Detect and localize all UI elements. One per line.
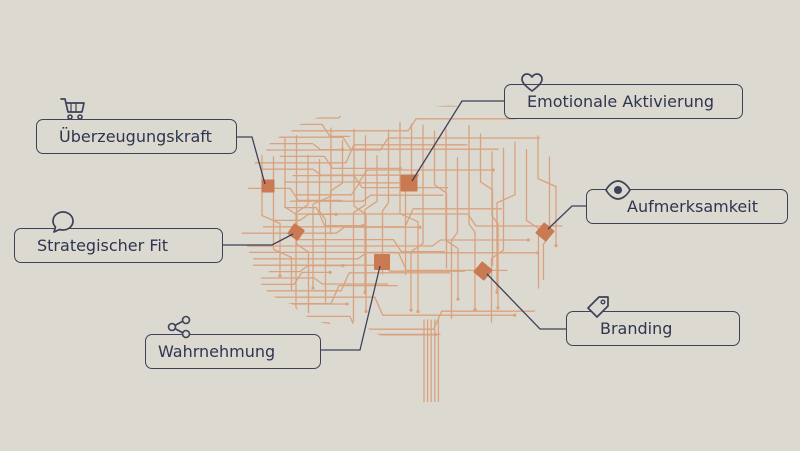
circuit-trace — [260, 168, 419, 176]
leader-line — [486, 273, 566, 330]
circuit-trace — [253, 144, 468, 164]
trace-pad — [409, 308, 413, 312]
trace-pad — [345, 302, 349, 306]
circuit-chips — [261, 174, 555, 281]
leader-lines — [223, 100, 586, 351]
trace-pad — [328, 270, 332, 274]
circuit-trace — [284, 169, 494, 183]
circuit-trace — [295, 135, 310, 314]
circuit-trace — [537, 122, 557, 247]
circuit-trace — [268, 105, 471, 119]
circuit-trace — [353, 128, 367, 313]
label-ueberzeugungskraft-text: Überzeugungskraft — [59, 126, 212, 146]
circuit-trace — [289, 194, 444, 202]
trace-pad — [473, 308, 477, 312]
circuit-trace — [272, 213, 337, 222]
share-nodes-icon — [167, 315, 191, 339]
leader-line — [237, 136, 266, 185]
label-branding: Branding — [566, 311, 740, 346]
trace-pad — [496, 306, 500, 310]
circuit-trace — [318, 158, 327, 304]
trace-pad — [456, 297, 460, 301]
circuit-trace — [295, 154, 309, 311]
circuit-trace — [275, 315, 441, 336]
circuit-trace — [496, 141, 516, 294]
label-emotionale-aktivierung: Emotionale Aktivierung — [504, 84, 743, 119]
trace-pad — [468, 105, 472, 108]
trace-pad — [294, 307, 298, 312]
trace-pad — [513, 313, 517, 317]
circuit-trace — [245, 272, 451, 292]
leader-line — [223, 233, 294, 246]
circuit-trace — [433, 130, 448, 269]
trace-pad — [278, 274, 282, 278]
circuit-trace — [266, 137, 570, 151]
circuit-trace — [410, 124, 424, 311]
circuit-trace — [364, 155, 378, 294]
circuit-trace — [296, 182, 412, 196]
label-emotionale-aktivierung-text: Emotionale Aktivierung — [527, 91, 715, 111]
leader-line — [411, 100, 504, 182]
circuit-trace — [491, 150, 499, 309]
circuit-trace — [525, 149, 540, 289]
circuit-trace — [399, 121, 419, 313]
circuit-trace — [248, 251, 508, 272]
label-strategischer-fit: Strategischer Fit — [14, 228, 223, 263]
circuit-trace — [253, 136, 499, 150]
eye-icon — [605, 180, 631, 200]
circuit-chip — [473, 261, 493, 281]
circuit-trace — [479, 133, 494, 266]
trace-pad — [334, 212, 338, 216]
label-ueberzeugungskraft: Überzeugungskraft — [36, 119, 237, 154]
circuit-trace — [381, 129, 390, 275]
trace-pad — [430, 402, 433, 405]
circuit-trace — [283, 206, 364, 227]
circuit-trace — [256, 118, 526, 132]
circuit-chip — [261, 179, 275, 193]
circuit-trace — [249, 271, 331, 286]
circuit-chip — [374, 254, 390, 270]
circuit-trace — [269, 310, 558, 330]
circuit-trace — [266, 296, 516, 316]
label-aufmerksamkeit: Aufmerksamkeit — [586, 189, 788, 224]
leader-line — [321, 265, 381, 351]
circuit-trace — [352, 135, 367, 322]
trace-pad — [418, 225, 422, 229]
circuit-trace — [450, 157, 459, 319]
circuit-trace — [261, 154, 281, 277]
circuit-trace — [272, 155, 293, 291]
trace-pad — [437, 402, 440, 405]
circuit-chip — [287, 223, 305, 241]
circuit-traces — [240, 105, 570, 405]
circuit-trace — [260, 277, 389, 285]
trace-pad — [526, 238, 530, 242]
label-strategischer-fit-text: Strategischer Fit — [37, 235, 169, 255]
circuit-trace — [246, 239, 529, 247]
trace-pad — [364, 309, 368, 313]
label-branding-text: Branding — [600, 318, 673, 338]
heart-icon — [521, 73, 543, 92]
trace-pad — [341, 264, 345, 268]
shopping-cart-icon — [60, 98, 85, 120]
circuit-trace — [297, 213, 563, 227]
circuit-trace — [312, 127, 332, 289]
trace-pad — [363, 290, 367, 295]
label-wahrnehmung: Wahrnehmung — [145, 334, 321, 369]
trace-pad — [495, 290, 499, 294]
label-wahrnehmung-text: Wahrnehmung — [158, 341, 276, 361]
label-aufmerksamkeit-text: Aufmerksamkeit — [627, 196, 758, 216]
price-tag-icon — [587, 296, 609, 318]
trace-pad — [416, 309, 420, 314]
circuit-trace — [542, 156, 551, 281]
trace-pad — [554, 243, 558, 248]
leader-line — [547, 205, 586, 230]
trace-pad — [311, 286, 315, 290]
speech-bubble-icon — [52, 211, 74, 233]
trace-pad — [422, 402, 425, 405]
circuit-trace — [329, 139, 344, 235]
